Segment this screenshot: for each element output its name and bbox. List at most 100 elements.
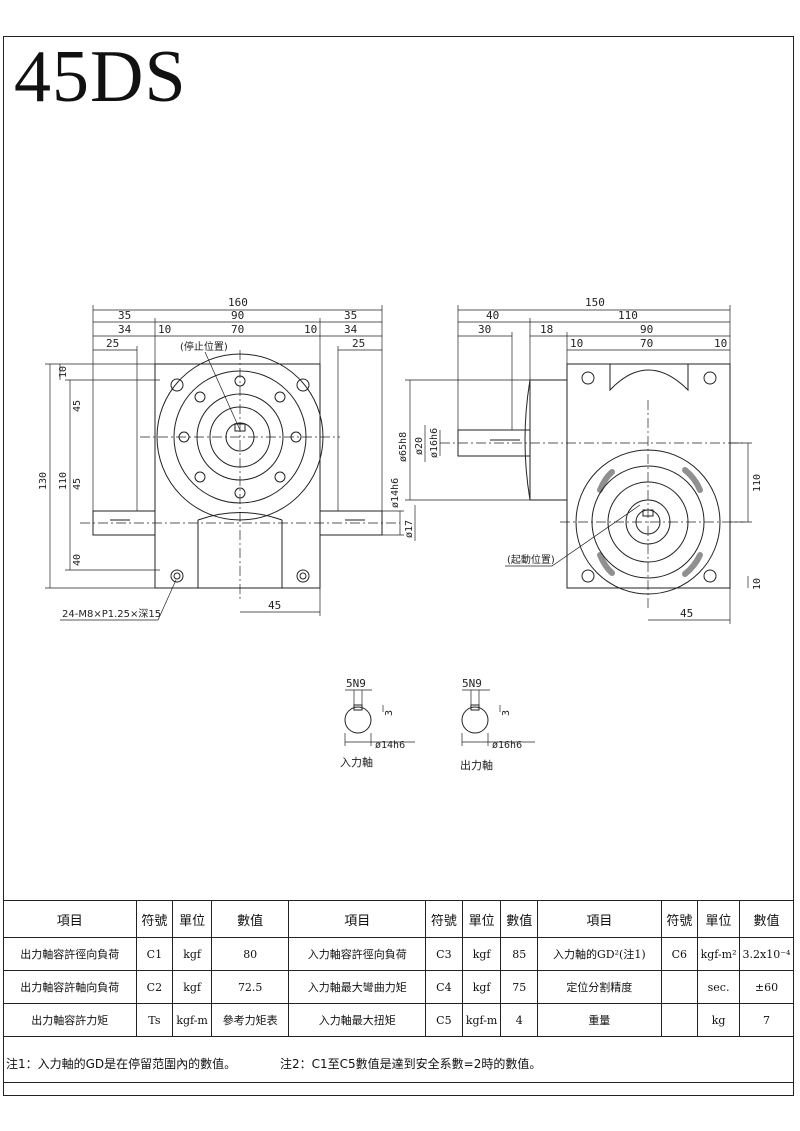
dim-v10-side: 10: [752, 578, 763, 590]
side-housing: [566, 363, 731, 589]
dim-34-left: 34: [118, 323, 132, 336]
dim-v40: 40: [72, 554, 83, 566]
table-cell: 出力軸容許力矩: [3, 1003, 137, 1037]
output-shaft-dia: ø16h6: [492, 740, 522, 751]
header-cell: 符號: [425, 900, 463, 938]
table-cell: kgf: [172, 970, 212, 1004]
dim-v110: 110: [58, 472, 69, 490]
table-cell: 出力軸容許徑向負荷: [3, 937, 137, 971]
dim-34-right: 34: [344, 323, 358, 336]
dim-v45-bottom: 45: [72, 478, 83, 490]
table-row: 出力軸容許徑向負荷 C1 kgf 80 入力軸容許徑向負荷 C3 kgf 85 …: [3, 937, 795, 971]
dim-18: 18: [540, 323, 553, 336]
dim-90: 90: [231, 309, 244, 322]
table-cell: 85: [500, 937, 539, 971]
table-cell: kgf: [461, 970, 502, 1004]
table-cell: [660, 970, 699, 1004]
table-cell: 4: [500, 1003, 539, 1037]
note-2: 注2：C1至C5數值是達到安全系數=2時的數值。: [280, 1057, 542, 1071]
footnotes: 注1：入力軸的GD是在停留范圍內的數值。 注2：C1至C5數值是達到安全系數=2…: [6, 1055, 581, 1072]
table-cell: 7: [738, 1003, 795, 1037]
dim-25-right: 25: [352, 337, 365, 350]
dim-phi17: ø17: [404, 520, 415, 538]
table-cell: 80: [210, 937, 290, 971]
table-cell: 參考力矩表: [210, 1003, 290, 1037]
table-cell: C2: [135, 970, 174, 1004]
input-shaft-section: [344, 706, 372, 734]
sheet-border: [3, 36, 794, 1096]
dim-v10: 10: [58, 366, 69, 378]
table-cell: C3: [425, 937, 463, 971]
table-cell: kgf-m²: [697, 937, 740, 971]
dim-160: 160: [228, 296, 248, 309]
table-cell: 定位分割精度: [537, 970, 662, 1004]
header-cell: 項目: [3, 900, 137, 938]
label-thread-note: 24-M8×P1.25×深15: [62, 608, 161, 620]
dim-25-left: 25: [106, 337, 119, 350]
header-cell: 單位: [172, 900, 212, 938]
output-shaft-section: [461, 706, 489, 734]
dim-150: 150: [585, 296, 605, 309]
dim-phi65h8: ø65h8: [398, 432, 409, 462]
header-cell: 數值: [738, 900, 795, 938]
dim-phi16h6: ø16h6: [429, 428, 440, 458]
table-cell: Ts: [135, 1003, 174, 1037]
table-cell: kgf: [461, 937, 502, 971]
dim-45-side: 45: [680, 607, 693, 620]
header-cell: 數值: [500, 900, 539, 938]
dim-35-left: 35: [118, 309, 131, 322]
output-shaft-caption: 出力軸: [460, 758, 493, 772]
dim-70: 70: [231, 323, 244, 336]
dim-70-side: 70: [640, 337, 653, 350]
dim-phi20: ø20: [414, 437, 425, 455]
table-cell: 重量: [537, 1003, 662, 1037]
dim-v130: 130: [38, 472, 49, 490]
table-row: 出力軸容許軸向負荷 C2 kgf 72.5 入力軸最大彎曲力矩 C4 kgf 7…: [3, 970, 795, 1004]
output-key-depth: 3: [501, 710, 512, 716]
header-cell: 符號: [660, 900, 699, 938]
header-cell: 數值: [210, 900, 290, 938]
table-cell: C5: [425, 1003, 463, 1037]
input-key-spec: 5N9: [346, 677, 366, 690]
table-cell: 入力軸容許徑向負荷: [288, 937, 427, 971]
table-cell: 出力軸容許軸向負荷: [3, 970, 137, 1004]
table-cell: [660, 1003, 699, 1037]
input-key-depth: 3: [384, 710, 395, 716]
dim-10-right: 10: [304, 323, 317, 336]
label-stop-position: (停止位置): [180, 340, 228, 353]
input-shaft-dia: ø14h6: [375, 740, 405, 751]
note-1: 注1：入力軸的GD是在停留范圍內的數值。: [6, 1057, 237, 1071]
table-row: 出力軸容許力矩 Ts kgf-m 參考力矩表 入力軸最大扭矩 C5 kgf-m …: [3, 1003, 795, 1037]
spec-table: 項目 符號 單位 數值 項目 符號 單位 數值 項目 符號 單位 數值 出力軸容…: [3, 900, 795, 1037]
table-cell: 入力軸最大彎曲力矩: [288, 970, 427, 1004]
dim-v45-top: 45: [72, 400, 83, 412]
table-cell: kgf: [172, 937, 212, 971]
table-cell: C1: [135, 937, 174, 971]
input-shaft-caption: 入力軸: [340, 755, 373, 769]
label-start-position: (起動位置): [507, 553, 555, 566]
bottom-rule: [3, 1082, 794, 1083]
dim-30: 30: [478, 323, 491, 336]
dim-v110-side: 110: [752, 474, 763, 492]
header-cell: 單位: [461, 900, 502, 938]
spec-header-row: 項目 符號 單位 數值 項目 符號 單位 數值 項目 符號 單位 數值: [3, 900, 795, 938]
header-cell: 符號: [135, 900, 174, 938]
dim-35-right: 35: [344, 309, 357, 322]
front-housing: [154, 363, 321, 589]
dim-45-front: 45: [268, 599, 281, 612]
table-cell: 72.5: [210, 970, 290, 1004]
table-cell: 入力軸最大扭矩: [288, 1003, 427, 1037]
header-cell: 單位: [697, 900, 740, 938]
table-cell: kg: [697, 1003, 740, 1037]
header-cell: 項目: [537, 900, 662, 938]
dim-10-side-left: 10: [570, 337, 583, 350]
model-title: 45DS: [14, 36, 187, 118]
dim-phi14h6: ø14h6: [390, 478, 401, 508]
dim-90-side: 90: [640, 323, 653, 336]
table-cell: C4: [425, 970, 463, 1004]
table-cell: sec.: [697, 970, 740, 1004]
output-key-spec: 5N9: [462, 677, 482, 690]
table-cell: 3.2x10⁻⁴: [738, 937, 795, 971]
table-cell: kgf-m: [172, 1003, 212, 1037]
